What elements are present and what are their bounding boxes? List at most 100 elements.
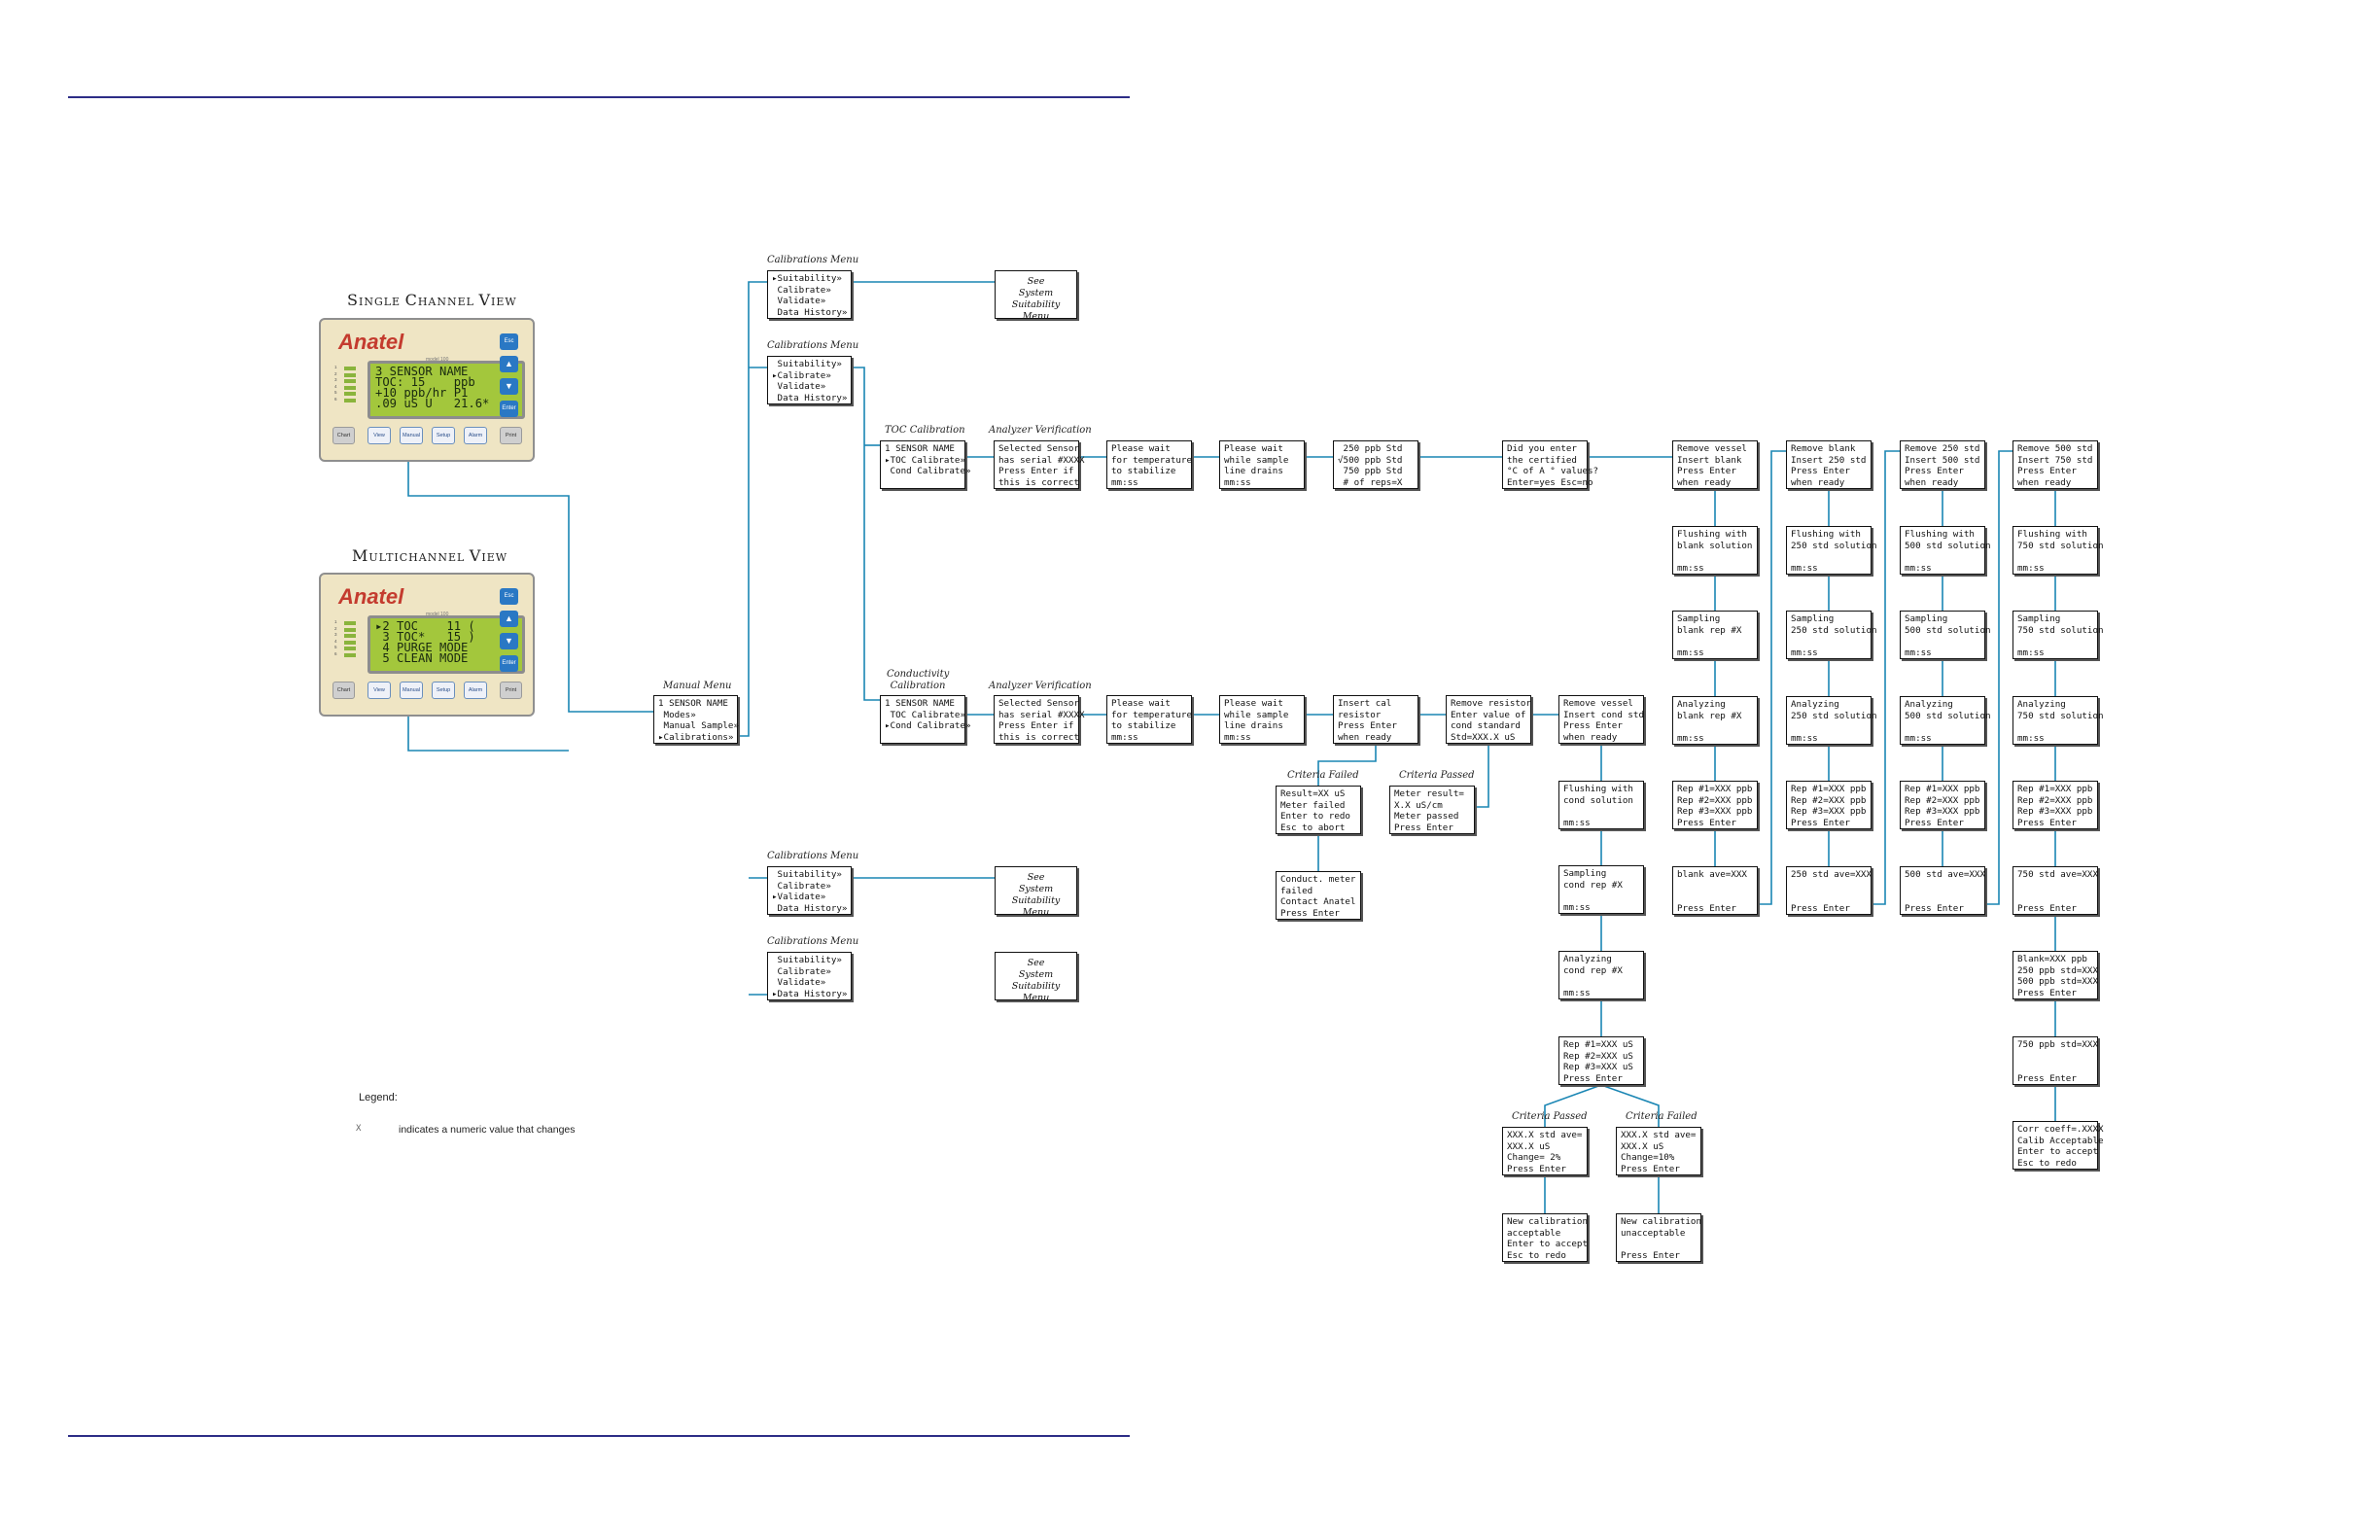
screen-line: # of reps=X [1338, 476, 1403, 488]
screen-line: Data History» [772, 306, 848, 318]
screen-line: X.X uS/cm [1394, 799, 1443, 811]
enter-button[interactable]: Enter [500, 655, 518, 672]
screen-line [1677, 551, 1753, 563]
screen-line: line drains [1224, 466, 1283, 477]
screen-line: ▸Suitability» [772, 273, 842, 284]
toc-standards-screen: 250 ppb Std√500 ppb Std 750 ppb Std # of… [1333, 440, 1418, 489]
view-button[interactable]: View [368, 427, 391, 444]
print-button[interactable]: Print [500, 682, 522, 699]
screen-line: has serial #XXXX [998, 709, 1085, 720]
screen-line: Conduct. meter [1280, 874, 1356, 885]
screen-line [1791, 892, 1867, 903]
screen-line: Selected Sensor [998, 443, 1079, 454]
screen-line: Rep #1=XXX ppb [2017, 784, 2093, 794]
screen-line: mm:ss [1677, 562, 1704, 574]
screen-line: Remove 500 std [2017, 443, 2093, 454]
label-analyzer-verification: Analyzer Verification [989, 681, 1092, 691]
screen-line: Rep #2=XXX ppb [1677, 794, 1753, 806]
screen-line: Press Enter if [998, 466, 1074, 477]
down-arrow-button[interactable]: ▼ [500, 633, 518, 649]
alarm-button[interactable]: Alarm [464, 427, 487, 444]
manual-button[interactable]: Manual [400, 427, 423, 444]
screen-line: Rep #1=XXX ppb [1905, 784, 1980, 794]
screen-line [1791, 881, 1867, 892]
screen-line: New calibration [1507, 1216, 1588, 1227]
screen-line: Calibrate» [772, 965, 831, 977]
legend-heading: Legend: [359, 1092, 398, 1103]
std500-average-screen: 500 std ave=XXX Press Enter [1900, 866, 1985, 915]
esc-button[interactable]: Esc [500, 333, 518, 350]
screen-line: mm:ss [1791, 647, 1818, 658]
lcd-line: ▸2 TOC 11 ( [375, 619, 475, 633]
screen-line: Validate» [772, 977, 826, 989]
screen-line: Validate» [772, 296, 826, 307]
up-arrow-button[interactable]: ▲ [500, 611, 518, 627]
screen-line: ▸Data History» [772, 988, 848, 999]
screen-line: for temperature [1111, 709, 1192, 720]
lcd-line: .09 uS U 21.6* [375, 397, 490, 410]
screen-line: blank ave=XXX [1677, 869, 1747, 880]
screen-line: 750 std solution [2017, 710, 2104, 721]
screen-line: Press Enter [1791, 466, 1850, 477]
enter-button[interactable]: Enter [500, 401, 518, 417]
manual-button[interactable]: Manual [400, 682, 423, 699]
screen-line: ▸Calibrate» [772, 369, 831, 381]
screen-line: Esc to redo [1507, 1249, 1566, 1261]
screen-line: Insert 750 std [2017, 454, 2093, 466]
screen-line: when ready [2017, 476, 2072, 488]
connector-line [1544, 1084, 1602, 1127]
screen-line: Did you enter [1507, 443, 1577, 454]
screen-line: mm:ss [1905, 732, 1932, 744]
led-labels: 1 2 3 4 5 6 [334, 619, 337, 656]
label-calibrations-menu: Calibrations Menu [767, 851, 859, 861]
up-arrow-button[interactable]: ▲ [500, 356, 518, 372]
screen-line: Selected Sensor [998, 698, 1079, 709]
brand-logo: Anatel [338, 584, 404, 609]
screen-line: Press Enter [1677, 902, 1736, 914]
screen-line: Remove resistor [1451, 698, 1531, 709]
down-arrow-button[interactable]: ▼ [500, 378, 518, 395]
chart-button[interactable]: Chart [332, 427, 355, 444]
screen-line: Std=XXX.X uS [1451, 731, 1516, 743]
setup-button[interactable]: Setup [432, 682, 455, 699]
channel-leds [344, 367, 356, 404]
screen-line: °C of A ° values? [1507, 466, 1599, 477]
print-button[interactable]: Print [500, 427, 522, 444]
label-criteria-passed: Criteria Passed [1399, 770, 1475, 781]
screen-line: mm:ss [2017, 732, 2045, 744]
alarm-button[interactable]: Alarm [464, 682, 487, 699]
chart-button[interactable]: Chart [332, 682, 355, 699]
toc-sensor-select-screen: 1 SENSOR NAME▸TOC Calibrate» Cond Calibr… [880, 440, 971, 489]
brand-logo: Anatel [338, 330, 404, 354]
screen-line: 250 std solution [1791, 624, 1877, 636]
screen-line: the certified [1507, 454, 1577, 466]
screen-line [2017, 892, 2093, 903]
channel-leds [344, 621, 356, 659]
screen-line: Insert cal [1338, 698, 1392, 709]
screen-line: when ready [1791, 476, 1845, 488]
screen-line: line drains [1224, 720, 1283, 732]
multichannel-device: Anatel model 100 1 2 3 4 5 6 ▸2 TOC 11 (… [319, 573, 535, 717]
view-button[interactable]: View [368, 682, 391, 699]
screen-line: to stabilize [1111, 466, 1176, 477]
screen-line: Rep #3=XXX ppb [2017, 806, 2093, 818]
esc-button[interactable]: Esc [500, 588, 518, 605]
screen-line: Data History» [772, 392, 848, 403]
setup-button[interactable]: Setup [432, 427, 455, 444]
screen-line: 1 SENSOR NAME [658, 698, 728, 709]
screen-line: mm:ss [1563, 987, 1591, 998]
model-label: model 100 [426, 357, 449, 363]
screen-line: 750 std ave=XXX [2017, 869, 2098, 880]
screen-line: Change= 2% [1507, 1152, 1561, 1164]
